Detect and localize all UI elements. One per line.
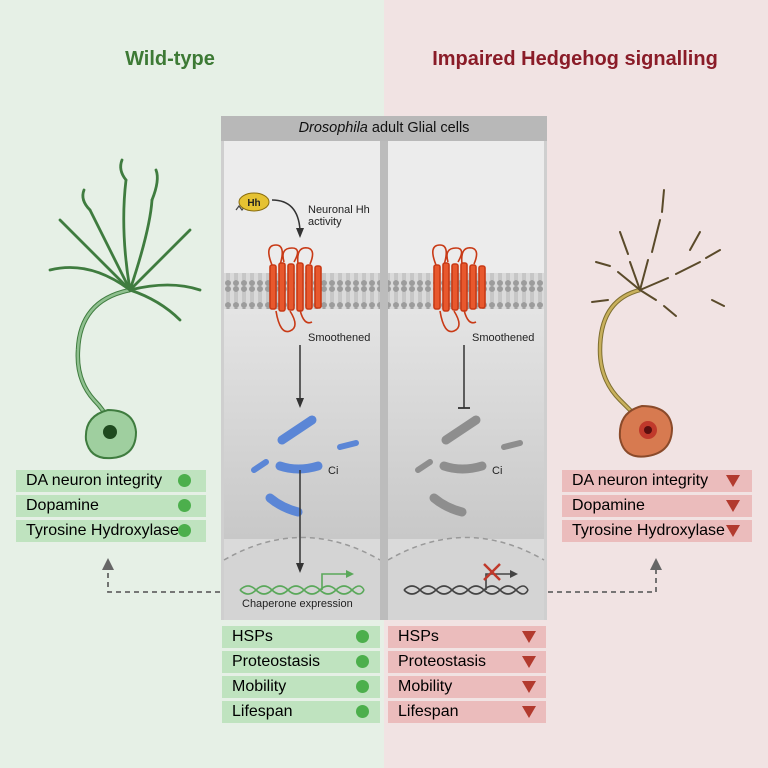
status-up-icon — [356, 680, 369, 693]
degenerating-neuron-icon — [591, 189, 725, 458]
hh-ligand-icon — [235, 192, 270, 212]
status-up-icon — [356, 630, 369, 643]
status-down-icon — [522, 631, 536, 643]
status-row: Lifespan — [388, 701, 546, 723]
smoothened-right-icon — [432, 244, 486, 333]
healthy-neuron-icon — [48, 158, 202, 460]
status-row: DA neuron integrity — [16, 470, 206, 492]
hh-activity-arrow — [271, 199, 301, 231]
status-down-icon — [726, 475, 740, 487]
status-down-icon — [726, 500, 740, 512]
status-row: Proteostasis — [388, 651, 546, 673]
right-dashed-arrow — [548, 568, 657, 593]
status-row: HSPs — [388, 626, 546, 648]
status-row: HSPs — [222, 626, 380, 648]
status-down-icon — [522, 681, 536, 693]
header-species: Drosophila — [298, 120, 368, 136]
panel-header: Drosophila adult Glial cells — [221, 116, 547, 141]
status-down-icon — [726, 525, 740, 537]
dna-right-icon — [403, 570, 529, 595]
status-down-icon — [522, 706, 536, 718]
status-row: Dopamine — [16, 495, 206, 517]
status-up-icon — [356, 705, 369, 718]
status-row: Tyrosine Hydroxylase — [562, 520, 752, 542]
wild-type-title: Wild-type — [125, 48, 215, 70]
dna-left-icon — [239, 570, 365, 595]
hh-ligand-label: Hh — [247, 198, 260, 209]
ci-protein-left-icon — [251, 415, 359, 517]
right-compartment — [387, 141, 545, 620]
chaperone-label: Chaperone expression — [242, 598, 353, 610]
impaired-title: Impaired Hedgehog signalling — [432, 48, 718, 70]
status-row: Tyrosine Hydroxylase — [16, 520, 206, 542]
blocked-cross-icon — [483, 563, 501, 581]
status-up-icon — [356, 655, 369, 668]
left-dashed-arrow — [107, 568, 220, 593]
smoothened-left-label: Smoothened — [308, 332, 371, 344]
status-row: Dopamine — [562, 495, 752, 517]
status-row: Mobility — [388, 676, 546, 698]
status-row: Lifespan — [222, 701, 380, 723]
panel-divider — [380, 141, 388, 620]
ci-left-label: Ci — [328, 465, 339, 477]
status-down-icon — [522, 656, 536, 668]
ci-right-label: Ci — [492, 465, 503, 477]
status-up-icon — [178, 499, 191, 512]
smoothened-left-icon — [268, 244, 322, 333]
status-row: Mobility — [222, 676, 380, 698]
header-rest: adult Glial cells — [367, 120, 470, 136]
ci-protein-right-icon — [415, 415, 523, 517]
status-row: Proteostasis — [222, 651, 380, 673]
status-up-icon — [178, 474, 191, 487]
status-row: DA neuron integrity — [562, 470, 752, 492]
status-up-icon — [178, 524, 191, 537]
smoothened-right-label: Smoothened — [472, 332, 535, 344]
